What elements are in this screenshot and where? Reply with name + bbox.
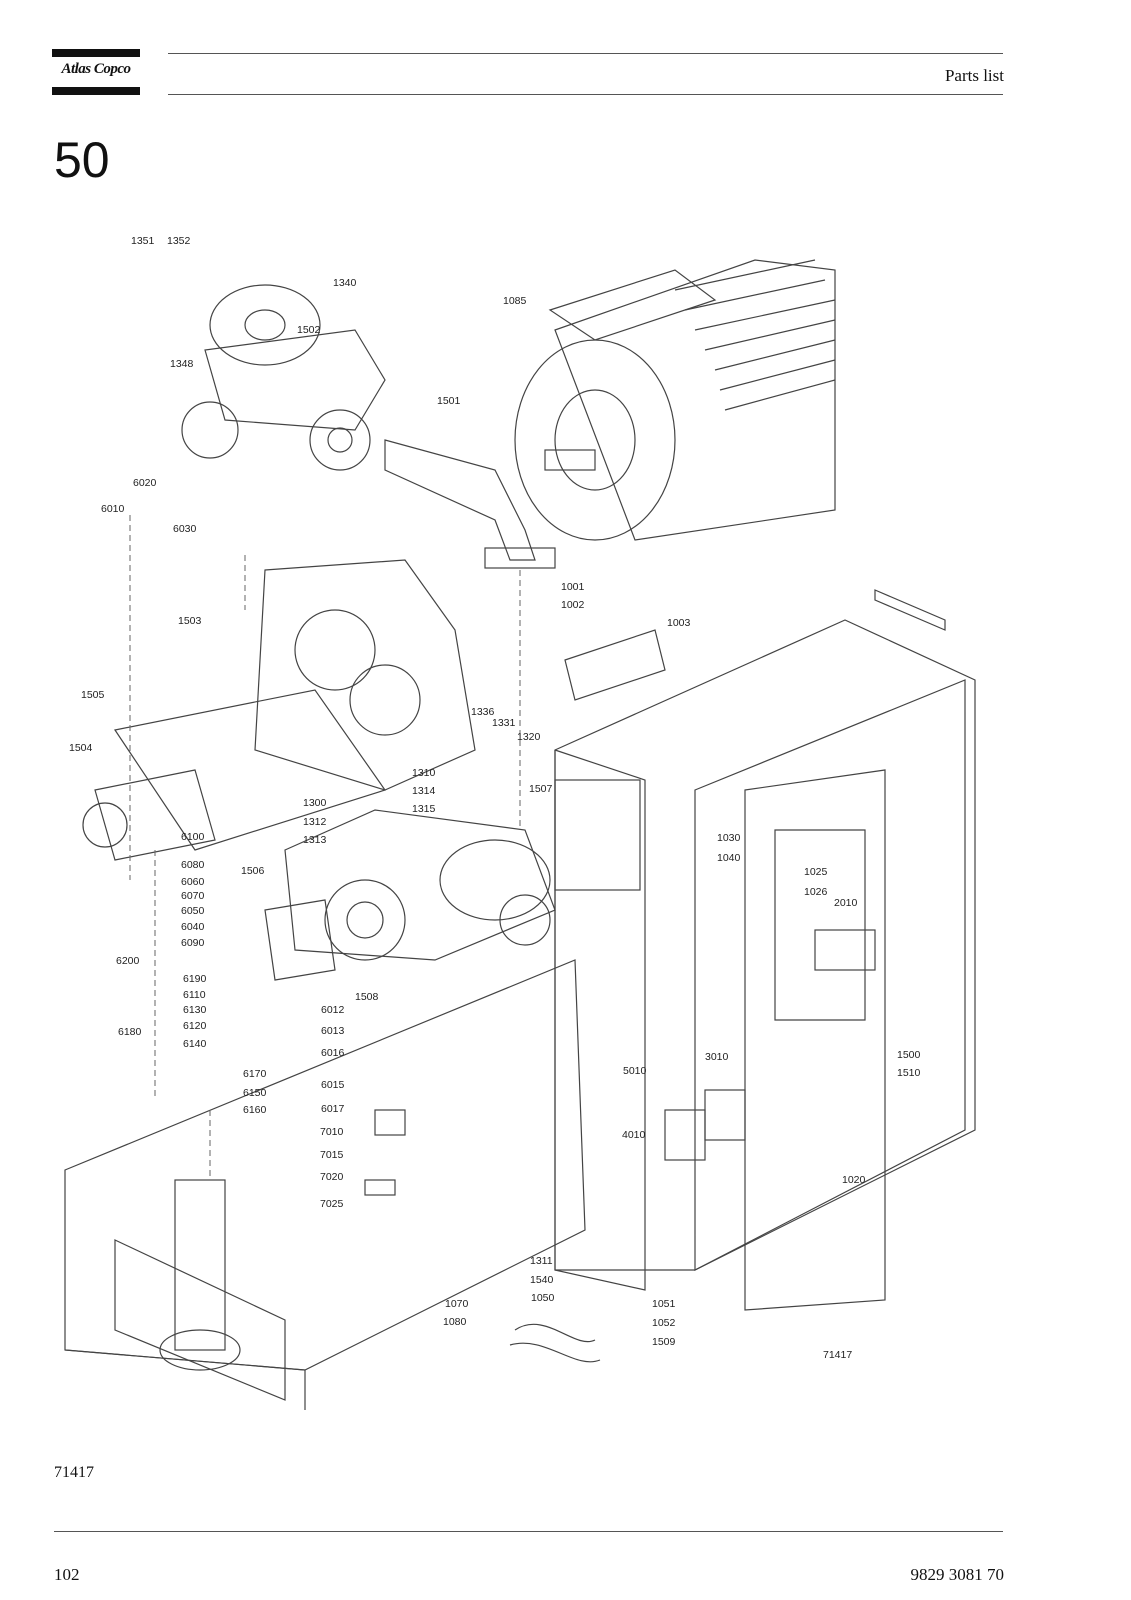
footer-rule (54, 1531, 1003, 1532)
callout-label: 1340 (333, 277, 357, 289)
callout-label: 1503 (178, 615, 202, 627)
callout-label: 1502 (297, 324, 321, 336)
callout-label: 6012 (321, 1004, 345, 1016)
atlas-copco-logo: Atlas Copco (52, 49, 140, 95)
callout-label: 1040 (717, 852, 741, 864)
callout-label: 1336 (471, 706, 495, 718)
callout-label: 1001 (561, 581, 585, 593)
callout-label: 1080 (443, 1316, 467, 1328)
callout-label: 6170 (243, 1068, 267, 1080)
callout-label: 1003 (667, 617, 691, 629)
callout-label: 1051 (652, 1298, 676, 1310)
callout-label: 1020 (842, 1174, 866, 1186)
header-rule-bottom (168, 94, 1003, 95)
callout-label: 6015 (321, 1079, 345, 1091)
callout-label: 6120 (183, 1020, 207, 1032)
callout-label: 6040 (181, 921, 205, 933)
callout-label: 4010 (622, 1129, 646, 1141)
callout-label: 1002 (561, 599, 585, 611)
callout-label: 6017 (321, 1103, 345, 1115)
callout-label: 2010 (834, 897, 858, 909)
callout-label: 1352 (167, 235, 191, 247)
callout-label: 1500 (897, 1049, 921, 1061)
callout-label: 6010 (101, 503, 125, 515)
callout-label: 7015 (320, 1149, 344, 1161)
callout-label: 1030 (717, 832, 741, 844)
callout-label: 1540 (530, 1274, 554, 1286)
callout-label: 3010 (705, 1051, 729, 1063)
callout-label: 1509 (652, 1336, 676, 1348)
callout-label: 1314 (412, 785, 436, 797)
callout-label: 1506 (241, 865, 265, 877)
callout-label: 6030 (173, 523, 197, 535)
callout-label: 6130 (183, 1004, 207, 1016)
callout-label: 1510 (897, 1067, 921, 1079)
callout-label: 6013 (321, 1025, 345, 1037)
callout-label: 6070 (181, 890, 205, 902)
callout-label: 5010 (623, 1065, 647, 1077)
callout-label: 1348 (170, 358, 194, 370)
callout-label: 6180 (118, 1026, 142, 1038)
callout-label: 1052 (652, 1317, 676, 1329)
callout-label: 7020 (320, 1171, 344, 1183)
figure-id: 71417 (54, 1464, 94, 1481)
callout-label: 6090 (181, 937, 205, 949)
header-rule-top (168, 53, 1003, 54)
callout-label: 1025 (804, 866, 828, 878)
callout-label: 6150 (243, 1087, 267, 1099)
callout-label: 1331 (492, 717, 516, 729)
page-title: Parts list (944, 66, 1004, 85)
callout-label: 1311 (530, 1255, 553, 1267)
callout-label: 6060 (181, 876, 205, 888)
drawing-number: 71417 (823, 1349, 852, 1361)
callout-label: 1501 (437, 395, 461, 407)
callout-label: 1507 (529, 783, 553, 795)
callout-label: 1313 (303, 834, 327, 846)
callout-label: 7010 (320, 1126, 344, 1138)
callout-label: 1351 (131, 235, 155, 247)
callout-label: 6110 (183, 989, 206, 1001)
callout-label: 1310 (412, 767, 436, 779)
brand-wordmark: Atlas Copco (61, 61, 131, 77)
page-number: 102 (54, 1565, 80, 1584)
callout-label: 6100 (181, 831, 205, 843)
callout-label: 7025 (320, 1198, 344, 1210)
callout-label: 1300 (303, 797, 327, 809)
callout-label: 6190 (183, 973, 207, 985)
callout-label: 1505 (81, 689, 105, 701)
callout-label: 1085 (503, 295, 527, 307)
document-number: 9829 3081 70 (910, 1565, 1005, 1584)
callout-label: 6050 (181, 905, 205, 917)
callout-label: 6080 (181, 859, 205, 871)
callout-label: 1320 (517, 731, 541, 743)
callout-label: 6140 (183, 1038, 207, 1050)
callout-label: 6160 (243, 1104, 267, 1116)
callout-label: 1050 (531, 1292, 555, 1304)
section-number: 50 (54, 132, 110, 188)
callout-label: 6016 (321, 1047, 345, 1059)
callout-label: 1504 (69, 742, 93, 754)
callout-label: 6020 (133, 477, 157, 489)
callout-label: 1508 (355, 991, 379, 1003)
callout-label: 1026 (804, 886, 828, 898)
callout-label: 1315 (412, 803, 436, 815)
callout-label: 1312 (303, 816, 327, 828)
callout-label: 6200 (116, 955, 140, 967)
callout-label: 1070 (445, 1298, 469, 1310)
exploded-parts-drawing: 1351 1352 1340 1085 1502 1348 1501 6020 … (55, 230, 1045, 1410)
